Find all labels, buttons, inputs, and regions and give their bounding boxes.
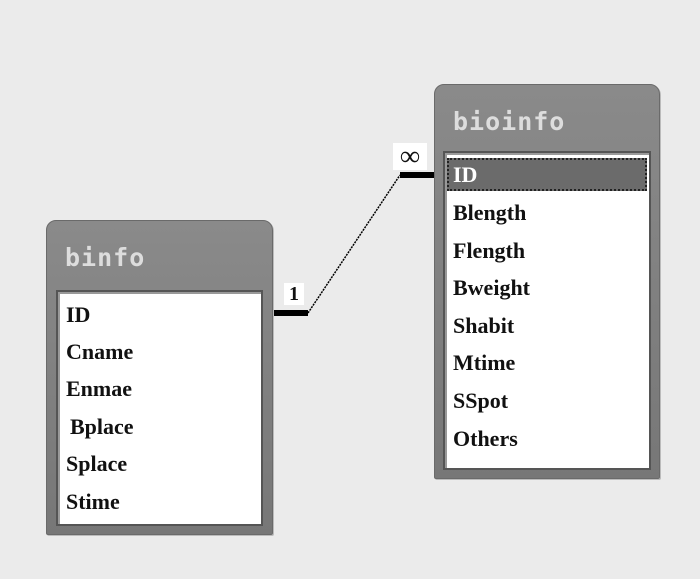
- field-item[interactable]: Enmae: [66, 376, 132, 401]
- field-item[interactable]: Shabit: [453, 313, 515, 338]
- table-binfo[interactable]: binfo ID Cname Enmae Bplace Splace Stime: [46, 220, 273, 535]
- field-item[interactable]: Blength: [453, 200, 527, 225]
- field-item[interactable]: Bplace: [70, 414, 134, 439]
- field-item[interactable]: Mtime: [453, 350, 516, 375]
- field-item[interactable]: Splace: [66, 451, 128, 476]
- field-item[interactable]: Cname: [66, 339, 134, 364]
- table-title: binfo: [65, 243, 146, 272]
- relationship-one-label: 1: [284, 283, 304, 305]
- table-bioinfo[interactable]: bioinfo ID Blength Flength Bweight Shabi…: [434, 84, 660, 479]
- field-list[interactable]: ID Blength Flength Bweight Shabit Mtime …: [443, 151, 651, 470]
- relationship-many-label: ∞: [393, 143, 427, 171]
- field-item[interactable]: Others: [453, 426, 518, 451]
- field-item[interactable]: Stime: [66, 489, 120, 514]
- field-item[interactable]: SSpot: [453, 388, 509, 413]
- field-item-selected[interactable]: ID: [447, 158, 647, 191]
- field-item[interactable]: Bweight: [453, 275, 530, 300]
- table-title: bioinfo: [453, 107, 566, 136]
- field-list[interactable]: ID Cname Enmae Bplace Splace Stime: [56, 290, 263, 526]
- field-item[interactable]: Flength: [453, 238, 526, 263]
- field-item[interactable]: ID: [66, 302, 91, 327]
